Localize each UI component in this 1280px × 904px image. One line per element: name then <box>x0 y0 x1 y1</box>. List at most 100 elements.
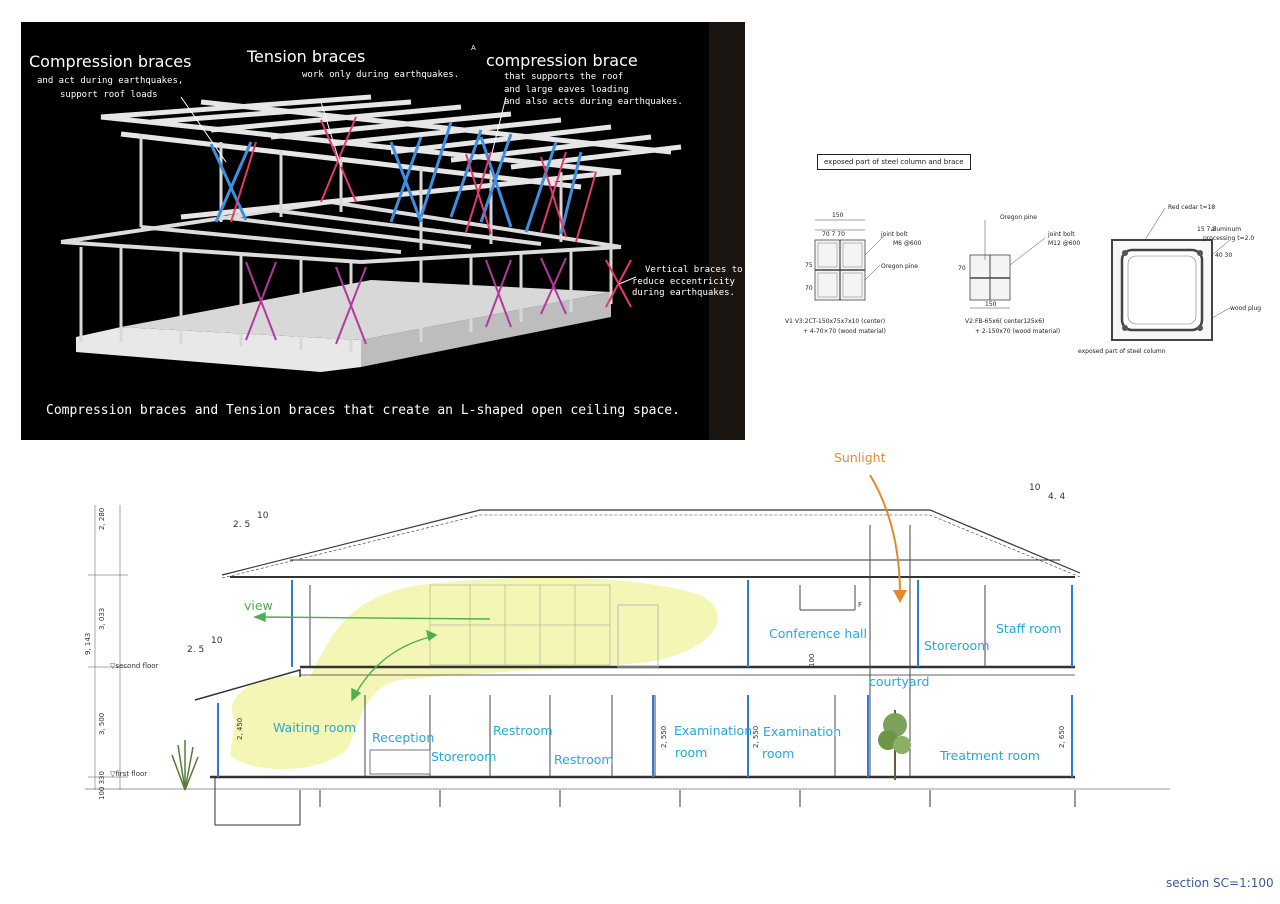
label-compression-braces: Compression braces <box>29 52 192 71</box>
dim-100-330: 100 330 <box>98 771 106 800</box>
callout-leaders <box>180 96 637 285</box>
d2-joint-bolt: joint bolt <box>1048 231 1075 238</box>
d1-dim-top: 150 <box>832 212 844 219</box>
dim-3033: 3, 033 <box>98 607 106 630</box>
dim-3500: 3, 500 <box>98 712 106 735</box>
d2-spec-2: + 2-150x70 (wood material) <box>975 328 1061 335</box>
detail-3-section <box>1111 207 1231 341</box>
steel-columns <box>217 580 1073 777</box>
room-examination-1b: room <box>675 745 708 760</box>
label-tension-braces: Tension braces <box>247 47 366 66</box>
base-slab <box>76 327 361 372</box>
dim-2280: 2, 280 <box>98 507 106 530</box>
slope-c-rise: 10 <box>1029 483 1041 493</box>
label-tension-braces-sub: work only during earthquakes. <box>302 70 460 80</box>
label-compression-brace-sub1: that supports the roof <box>504 72 624 82</box>
detail-1-section <box>814 219 886 301</box>
d3-dim-a: 15 7.3 <box>1197 226 1217 233</box>
structure-render-panel: Compression braces and act during earthq… <box>21 22 745 440</box>
sunlight-arrowhead <box>893 590 907 603</box>
panel-side-strip <box>709 22 745 440</box>
d3-dim-b: 40 30 <box>1215 252 1233 259</box>
clerestory-glazing <box>429 584 611 666</box>
d2-joint-spec: M12 @600 <box>1048 240 1081 247</box>
d3-red-cedar: Red cedar t=18 <box>1168 204 1216 211</box>
label-compression-brace-sub2: and large eaves loading <box>504 85 629 95</box>
slab-100: 100 <box>808 653 816 667</box>
building-section-drawing <box>85 474 1170 826</box>
open-space-highlight <box>230 577 718 769</box>
roof <box>221 509 1081 579</box>
roof-beams <box>100 94 682 220</box>
base-slab-top <box>121 280 611 340</box>
detail-drawings <box>814 207 1231 341</box>
room-courtyard: courtyard <box>869 674 930 689</box>
d2-bottom: 150 <box>985 301 997 308</box>
label-compression-braces-sub2: support roof loads <box>60 90 158 100</box>
dim-9143: 9, 143 <box>84 632 92 655</box>
label-compression-braces-sub1: and act during earthquakes, <box>37 76 184 86</box>
d1-oregon-pine: Oregon pine <box>881 263 918 270</box>
ceiling-2550-b: 2, 550 <box>752 725 760 748</box>
grass-plant <box>171 740 199 791</box>
view-arrows <box>253 611 491 702</box>
d3-aluminum-2: processing t=2.0 <box>1203 235 1255 242</box>
slope-a-rise: 10 <box>257 511 269 521</box>
room-restroom-1: Restroom <box>493 723 553 738</box>
room-treatment-room: Treatment room <box>940 748 1040 763</box>
room-examination-2b: room <box>762 746 795 761</box>
d2-spec-1: V2:FB-65x6( center125x6) <box>965 318 1045 325</box>
room-staff-room: Staff room <box>996 621 1062 636</box>
ceiling-2450: 2, 450 <box>236 717 244 740</box>
section-scale: section SC=1:100 <box>1166 876 1274 890</box>
room-restroom-2: Restroom <box>554 752 614 767</box>
base-slab-side <box>361 292 611 367</box>
marker-a: A <box>471 44 476 52</box>
sunlight-arrow <box>869 474 901 596</box>
d1-side-b: 70 <box>805 285 813 292</box>
room-reception: Reception <box>372 730 435 745</box>
d1-side-a: 75 <box>805 262 813 269</box>
label-vertical-braces-1: Vertical braces to <box>645 265 743 275</box>
first-floor-beams <box>60 200 622 264</box>
view-label: view <box>244 598 273 613</box>
d2-side: 70 <box>958 265 966 272</box>
room-examination-1a: Examination <box>674 723 753 738</box>
d1-spec-2: + 4-70×70 (wood material) <box>803 328 886 335</box>
dimension-lines <box>88 505 128 790</box>
label-compression-brace: compression brace <box>486 51 638 70</box>
structure-frame-render <box>60 94 682 372</box>
detail-2-section <box>969 220 1046 309</box>
d1-joint-bolt: joint bolt <box>881 231 908 238</box>
d1-spec-1: V1 V3:2CT-150x75x7x10 (center) <box>785 318 886 325</box>
slope-b-rise: 10 <box>211 636 223 646</box>
sunlight-label: Sunlight <box>834 450 886 465</box>
slope-a-run: 2. 5 <box>233 520 251 530</box>
room-storeroom-upper: Storeroom <box>924 638 990 653</box>
room-conference-hall: Conference hall <box>769 626 867 641</box>
room-storeroom-lower: Storeroom <box>431 749 497 764</box>
d2-oregon-pine: Oregon pine <box>1000 214 1037 221</box>
courtyard-tree <box>878 710 911 780</box>
tension-braces <box>230 116 632 308</box>
d1-joint-spec: M6 @600 <box>893 240 922 247</box>
first-floor-level: ▽first floor <box>110 770 148 778</box>
compression-braces <box>209 121 583 235</box>
foundation <box>214 777 1076 826</box>
floors <box>85 665 1170 790</box>
ceiling-2550-a: 2, 550 <box>660 725 668 748</box>
slope-c-run: 4. 4 <box>1048 492 1066 502</box>
walls <box>309 525 986 777</box>
label-vertical-braces-2: reduce eccentricity <box>632 277 735 287</box>
slope-b-run: 2. 5 <box>187 645 205 655</box>
d3-caption: exposed part of steel column <box>1078 348 1166 355</box>
d3-wood-plug: wood plug <box>1230 305 1262 312</box>
room-examination-2a: Examination <box>763 724 842 739</box>
d3-aluminum: aluminum <box>1211 226 1242 233</box>
label-vertical-braces-3: during earthquakes. <box>632 288 735 298</box>
mark-f: F <box>858 601 863 609</box>
label-compression-brace-sub3: and also acts during earthquakes. <box>504 97 683 107</box>
ground-floor-braces <box>245 257 567 345</box>
second-floor-level: ▽second floor <box>110 662 159 670</box>
ceiling-2650: 2, 650 <box>1058 725 1066 748</box>
